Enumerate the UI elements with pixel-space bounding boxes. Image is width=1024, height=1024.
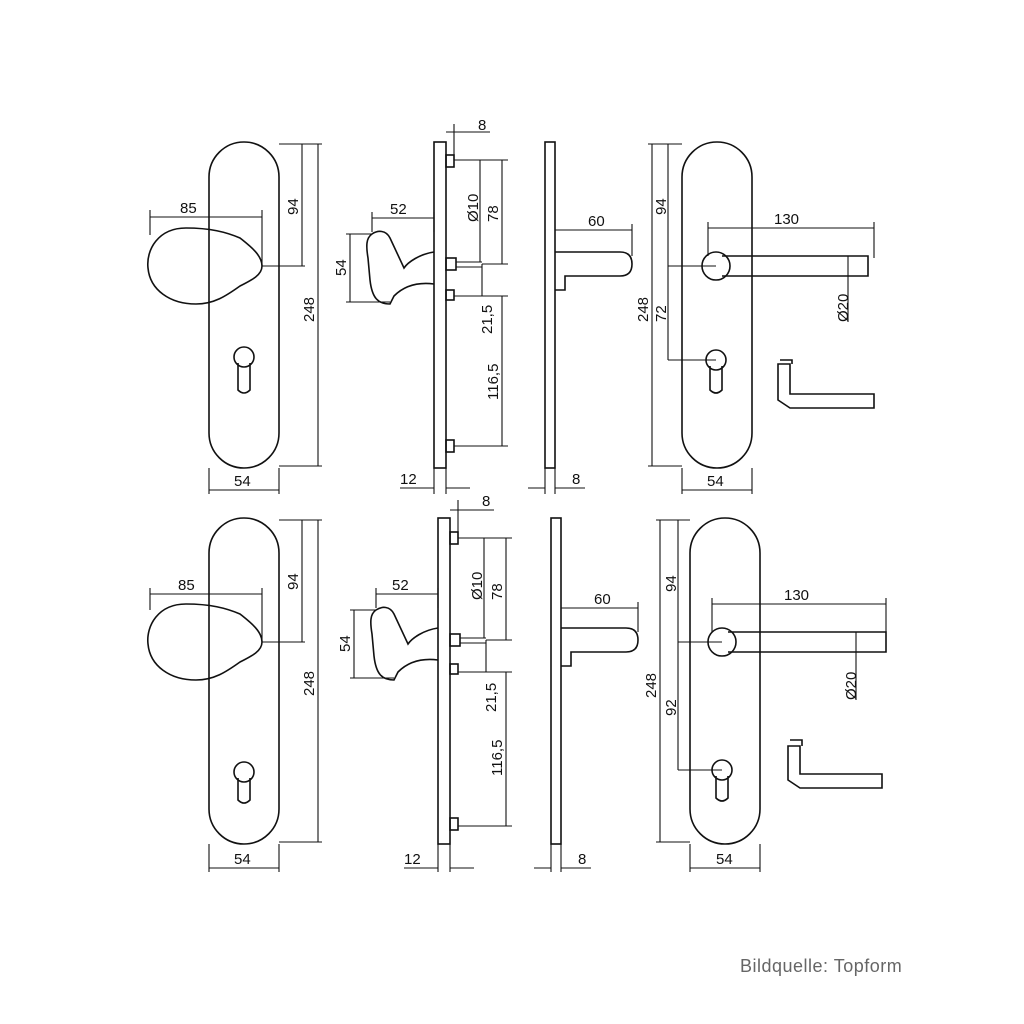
pin-top	[449, 531, 459, 545]
cylinder-slot	[715, 776, 729, 802]
plate-side	[437, 517, 451, 845]
plate-side	[433, 141, 447, 469]
cylinder-slot	[237, 363, 251, 394]
dim-plate-width: 54	[234, 851, 251, 868]
knob-side-outline	[366, 230, 435, 305]
lever-perspective-thumbnail	[777, 359, 875, 409]
backplate-outline	[689, 517, 761, 845]
dim-knob-projection: 52	[392, 577, 409, 594]
dim-offset: 8	[478, 117, 486, 134]
spindle-pin	[449, 633, 461, 647]
dim-plate-width: 54	[707, 473, 724, 490]
knob-side-view: 52 54 12 8 Ø10	[333, 117, 508, 494]
knob-outline	[147, 603, 263, 681]
lever-front-view: 94 248 92 130 Ø20 54	[643, 517, 887, 872]
row-1-drawings: 85 94 248 54 52	[147, 117, 875, 494]
dim-plate-thickness: 12	[400, 471, 417, 488]
backplate-outline	[208, 141, 280, 469]
dim-center: 94	[653, 198, 670, 215]
lever-side-view: 60 8	[534, 517, 639, 872]
pin-bottom	[449, 817, 459, 831]
dim-distance-top: 78	[489, 583, 506, 600]
dim-plate-thickness: 12	[404, 851, 421, 868]
dim-spacing: 72	[653, 305, 670, 322]
dim-lever-projection: 60	[588, 213, 605, 230]
dim-center: 94	[285, 573, 302, 590]
backplate-outline	[681, 141, 753, 469]
pin-mid	[449, 663, 459, 675]
knob-side-view: 52 54 12 8 Ø10 78	[337, 493, 512, 872]
lever-side-outline	[561, 627, 639, 667]
dim-plate-thickness: 8	[578, 851, 586, 868]
dim-knob-diameter: 54	[337, 635, 354, 652]
knob-outline	[147, 227, 263, 305]
dim-grip-diameter: Ø20	[843, 672, 860, 700]
dim-pin-diameter: Ø10	[465, 194, 482, 222]
lever-perspective-thumbnail	[787, 739, 883, 789]
dim-distance-bottom: 116,5	[489, 740, 506, 776]
dim-plate-width: 54	[234, 473, 251, 490]
dim-lever-length: 130	[774, 211, 799, 228]
lever-grip	[722, 255, 869, 277]
dim-plate-thickness: 8	[572, 471, 580, 488]
dim-height: 248	[643, 673, 660, 698]
spindle-pin	[445, 257, 457, 271]
dim-height: 248	[301, 671, 318, 696]
dim-lever-length: 130	[784, 587, 809, 604]
image-credit: Bildquelle: Topform	[740, 956, 903, 976]
dim-height: 248	[635, 297, 652, 322]
lever-grip	[728, 631, 887, 653]
lever-side-view: 60 8	[528, 141, 633, 494]
pin-top	[445, 154, 455, 168]
cylinder-slot	[709, 366, 723, 394]
lever-side-outline	[555, 251, 633, 291]
pin-mid	[445, 289, 455, 301]
dim-distance-bottom: 116,5	[485, 364, 502, 400]
row-2-drawings: 85 94 248 54 52 54	[147, 493, 887, 872]
dim-distance-mid: 21,5	[483, 683, 500, 712]
dim-height: 248	[301, 297, 318, 322]
cylinder-slot	[237, 778, 251, 804]
dim-center: 94	[285, 198, 302, 215]
dim-distance-top: 78	[485, 205, 502, 222]
lever-front-view: 94 248 72 130 Ø20 54	[635, 141, 875, 494]
plate-side	[544, 141, 556, 469]
knob-front-view: 85 94 248 54	[147, 517, 322, 872]
dim-distance-mid: 21,5	[479, 305, 496, 334]
dim-grip-diameter: Ø20	[835, 294, 852, 322]
plate-side	[550, 517, 562, 845]
dim-knob-width: 85	[180, 200, 197, 217]
knob-front-view: 85 94 248 54	[147, 141, 322, 494]
pin-bottom	[445, 439, 455, 453]
dim-pin-diameter: Ø10	[469, 572, 486, 600]
knob-side-outline	[370, 606, 439, 681]
dim-knob-width: 85	[178, 577, 195, 594]
dim-knob-projection: 52	[390, 201, 407, 218]
dim-offset: 8	[482, 493, 490, 510]
cylinder-hole	[233, 346, 255, 368]
backplate-outline	[208, 517, 280, 845]
dim-spacing: 92	[663, 699, 680, 716]
dim-lever-projection: 60	[594, 591, 611, 608]
cylinder-hole	[233, 761, 255, 783]
dim-plate-width: 54	[716, 851, 733, 868]
dim-center: 94	[663, 575, 680, 592]
dim-knob-diameter: 54	[333, 259, 350, 276]
